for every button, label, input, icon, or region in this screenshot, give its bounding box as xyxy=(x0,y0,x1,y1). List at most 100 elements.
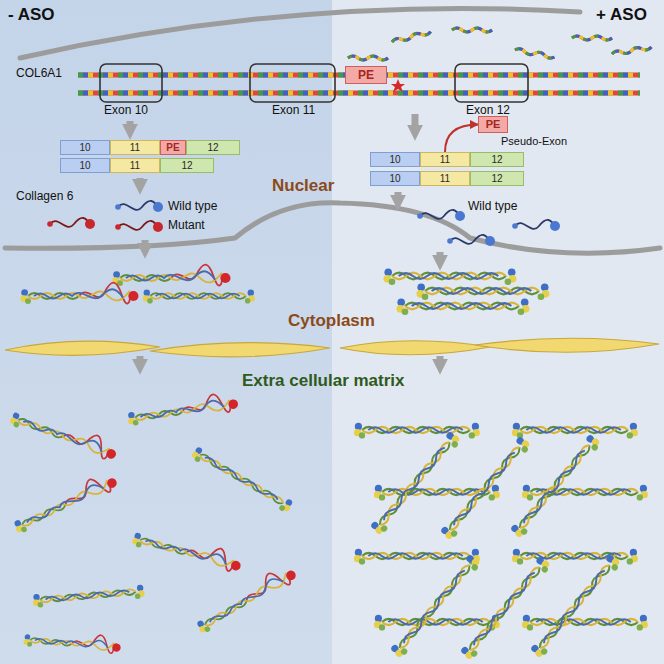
exon-box: 11 xyxy=(420,152,470,167)
collagen-helix xyxy=(389,553,482,660)
mutant-chain xyxy=(47,218,95,229)
collagen-helix xyxy=(459,555,552,662)
flow-arrow xyxy=(142,240,149,246)
pseudo-exon-box: PE xyxy=(345,66,387,84)
exon-label: PE xyxy=(358,69,374,81)
exon-box: 12 xyxy=(160,158,214,173)
exon-label: 11 xyxy=(130,143,140,153)
exon-label: 12 xyxy=(491,155,502,165)
nuclear-envelope xyxy=(20,8,580,58)
mutant-helix xyxy=(112,265,230,286)
wild-type-chain xyxy=(115,201,163,212)
exon-label: 12 xyxy=(181,161,192,171)
mutant-helix xyxy=(10,470,119,535)
exon-box: 12 xyxy=(186,140,240,155)
collagen-helix xyxy=(354,423,480,439)
mutant-chain xyxy=(115,221,163,232)
mutant-helix xyxy=(131,526,244,574)
wild-type-chain xyxy=(512,220,560,231)
pseudo-exon-box: PEPseudo-Exon xyxy=(478,116,508,133)
collagen-helix xyxy=(383,268,516,285)
exon-box: 12 xyxy=(470,152,524,167)
collagen-helix xyxy=(396,298,529,315)
collagen-helix xyxy=(522,615,648,631)
aso-strand xyxy=(572,36,612,40)
exon-name: Exon 12 xyxy=(466,104,510,118)
collagen-helix xyxy=(416,283,549,300)
panel-title: - ASO xyxy=(8,5,55,25)
mutant-helix xyxy=(23,628,121,654)
wild-type-chain xyxy=(417,210,465,221)
pseudo-exon-caption: Pseudo-Exon xyxy=(501,136,567,147)
chain-type: Wild type xyxy=(468,200,517,214)
exon-outline xyxy=(455,64,528,102)
flow-arrow xyxy=(137,178,144,182)
exon-label: 10 xyxy=(79,161,90,171)
collagen-helix xyxy=(374,615,500,631)
exon-box: 11 xyxy=(110,158,160,173)
aso-strand xyxy=(515,48,555,59)
flow-arrow xyxy=(437,356,444,362)
minus-aso-panel xyxy=(0,0,332,664)
exon-name: Exon 10 xyxy=(104,104,148,118)
exon-box: 12 xyxy=(470,171,524,186)
exon-box: 10 xyxy=(370,152,420,167)
exon-label: PE xyxy=(166,143,179,153)
mutant-helix xyxy=(9,406,120,463)
mutant-helix xyxy=(126,391,239,426)
exon-label: 11 xyxy=(440,174,450,184)
collagen-helix xyxy=(190,446,294,514)
exon-box: 11 xyxy=(110,140,160,155)
gene-name: COL6A1 xyxy=(16,67,62,81)
exon-outline xyxy=(250,64,335,102)
mutant-helix xyxy=(192,562,298,635)
flow-arrow xyxy=(395,192,402,198)
exon-box: 10 xyxy=(60,158,110,173)
mutant-helix xyxy=(20,283,138,304)
collagen-helix xyxy=(369,430,462,537)
exon-label: 10 xyxy=(79,143,90,153)
exon-label: 12 xyxy=(491,174,502,184)
collagen-helix xyxy=(529,553,622,660)
cell-membrane xyxy=(5,338,659,357)
exon-label: PE xyxy=(486,119,501,130)
exon-label: 11 xyxy=(440,155,450,165)
plus-aso-panel xyxy=(332,0,664,664)
compartment-name: Cytoplasm xyxy=(288,311,375,331)
flow-arrow xyxy=(437,252,444,258)
exon-box: 10 xyxy=(370,171,420,186)
collagen-helix xyxy=(32,584,145,608)
nuclear-envelope xyxy=(5,203,660,253)
aso-strand xyxy=(391,30,431,44)
exon-label: 10 xyxy=(389,155,400,165)
exon-label: 11 xyxy=(130,161,140,171)
aso-strand xyxy=(452,28,492,32)
collagen-helix xyxy=(512,423,638,439)
exon-box: 10 xyxy=(60,140,110,155)
flow-arrow xyxy=(412,114,419,128)
pseudo-exon-box: PE xyxy=(160,140,186,155)
protein-name: Collagen 6 xyxy=(16,190,73,204)
chain-type: Mutant xyxy=(168,219,205,233)
exon-label: 10 xyxy=(389,174,400,184)
panel-title: + ASO xyxy=(596,5,647,25)
flow-arrow xyxy=(137,356,144,362)
exon-box: 11 xyxy=(420,171,470,186)
aso-strand xyxy=(612,45,652,56)
wild-type-chain xyxy=(447,235,495,246)
compartment-name: Nuclear xyxy=(272,176,334,196)
exon-label: 12 xyxy=(207,143,218,153)
chain-type: Wild type xyxy=(168,200,217,214)
compartment-name: Extra cellular matrix xyxy=(242,371,405,391)
collagen-helix xyxy=(509,433,602,540)
mutation-star xyxy=(391,79,405,92)
flow-arrow xyxy=(127,121,134,127)
exon-outline xyxy=(100,64,162,102)
exon-name: Exon 11 xyxy=(272,104,315,118)
collagen-helix xyxy=(143,290,255,304)
collagen-helix xyxy=(354,549,480,565)
